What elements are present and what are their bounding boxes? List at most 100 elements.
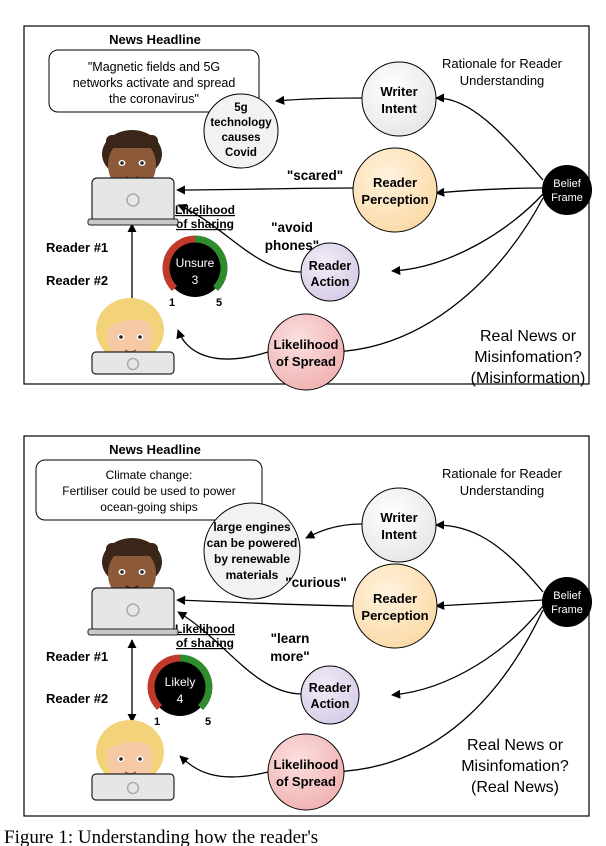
belief-frame-label: Belief [553,178,581,190]
headline-line: "Magnetic fields and 5G [88,60,220,74]
rationale-label: Understanding [460,483,545,498]
likelihood-spread-node [267,313,345,391]
arrow-belief-to-perception [435,599,544,611]
gauge-dial [166,239,224,297]
sharing-gauge: Unsure 3 1 5 [162,235,228,309]
verdict-line: (Real News) [471,779,559,796]
belief-frame-node [542,577,592,627]
gauge-arc-red [162,235,196,291]
gauge-arc-green [194,235,228,291]
rationale-label: Understanding [460,73,545,88]
arrow-action-to-reader [177,204,303,273]
reader-perception-node [352,563,438,649]
writer-intent-node [361,61,437,137]
headline-box [48,49,260,113]
reader-action-node [300,242,360,302]
likelihood-sharing-label: of sharing [176,217,234,231]
likelihood-spread-label: Likelihood [274,337,339,352]
arrow-spread-to-reader2 [179,755,269,778]
reader-action-label: Reader [309,259,352,273]
arrow-perception-to-reader [176,185,354,195]
headline-line: the coronavirus" [109,92,199,106]
likelihood-sharing-label: Likelihood [175,622,235,636]
intent-inference-line: can be powered [207,536,298,550]
belief-frame-label: Frame [551,604,583,616]
reader-perception-label: Perception [361,192,428,207]
gauge-min: 1 [169,297,175,309]
writer-intent-label: Writer [380,84,417,99]
panel-real-news: News Headline Climate change: Fertiliser… [23,435,592,817]
reader2-avatar [91,298,175,375]
intent-inference-line: causes [221,132,260,144]
arrow-spread-to-reader2 [176,329,269,360]
gauge-value: 3 [192,273,199,287]
reader1-avatar [87,130,179,226]
intent-inference-line: Covid [225,147,257,159]
arrow-writer-to-inference [305,523,363,539]
action-quote: "avoid [271,220,313,235]
verdict-line: Real News or [467,737,564,754]
headline-line: networks activate and spread [73,76,236,90]
gauge-label: Likely [165,675,196,689]
news-headline-label: News Headline [109,442,201,457]
figure-caption: Figure 1: Understanding how the reader's [4,827,318,846]
writer-intent-label: Writer [380,510,417,525]
verdict-line: Real News or [480,328,577,345]
writer-intent-node [361,487,437,563]
action-quote: more" [270,649,309,664]
likelihood-spread-label: Likelihood [274,757,339,772]
verdict-line: (Misinformation) [471,370,586,387]
gauge-dial [151,658,209,716]
gauge-label: Unsure [176,256,215,270]
headline-line: Fertiliser could be used to power [62,484,235,498]
likelihood-spread-label: of Spread [276,354,336,369]
reader-perception-label: Reader [373,175,417,190]
likelihood-sharing-label: of sharing [176,636,234,650]
reader-action-label: Action [311,697,350,711]
intent-inference-line: large engines [213,520,291,534]
reader2-label: Reader #2 [46,691,108,706]
gauge-max: 5 [216,297,222,309]
gauge-min: 1 [154,716,160,728]
likelihood-spread-label: of Spread [276,774,336,789]
arrow-action-to-reader [177,611,303,695]
arrow-belief-to-action [391,605,544,699]
news-headline-label: News Headline [109,32,201,47]
reader-perception-node [352,147,438,233]
headline-box [35,459,263,521]
intent-inference-line: 5g [234,102,247,114]
arrow-perception-to-reader [176,595,354,607]
reader-action-label: Action [311,275,350,289]
likelihood-spread-node [267,733,345,811]
action-quote: phones" [265,238,319,253]
verdict-line: Misinfomation? [474,349,582,366]
intent-inference-line: technology [210,117,272,129]
belief-frame-node [542,165,592,215]
reader2-avatar [91,720,175,801]
headline-line: ocean-going ships [100,500,197,514]
reader-action-label: Reader [309,681,352,695]
gauge-arc-red [147,654,181,710]
reader1-label: Reader #1 [46,649,108,664]
arrow-belief-to-perception [435,187,544,197]
sharing-gauge: Likely 4 1 5 [147,654,213,728]
arrow-belief-to-spread [329,197,544,357]
arrow-belief-to-writer [435,520,544,593]
reader1-label: Reader #1 [46,240,108,255]
reader-action-node [300,665,360,725]
writer-intent-label: Intent [381,101,417,116]
reader1-avatar [87,538,179,636]
perception-quote: "curious" [285,575,347,590]
perception-quote: "scared" [287,168,343,183]
verdict-line: Misinfomation? [461,758,569,775]
panel-border [23,435,590,817]
intent-inference-circle [203,93,279,169]
writer-intent-label: Intent [381,527,417,542]
intent-inference-line: materials [226,568,279,582]
headline-line: Climate change: [106,468,193,482]
reader-perception-label: Perception [361,608,428,623]
intent-inference-line: by renewable [214,552,290,566]
intent-inference-circle [203,502,301,600]
arrow-belief-to-action [391,193,544,276]
